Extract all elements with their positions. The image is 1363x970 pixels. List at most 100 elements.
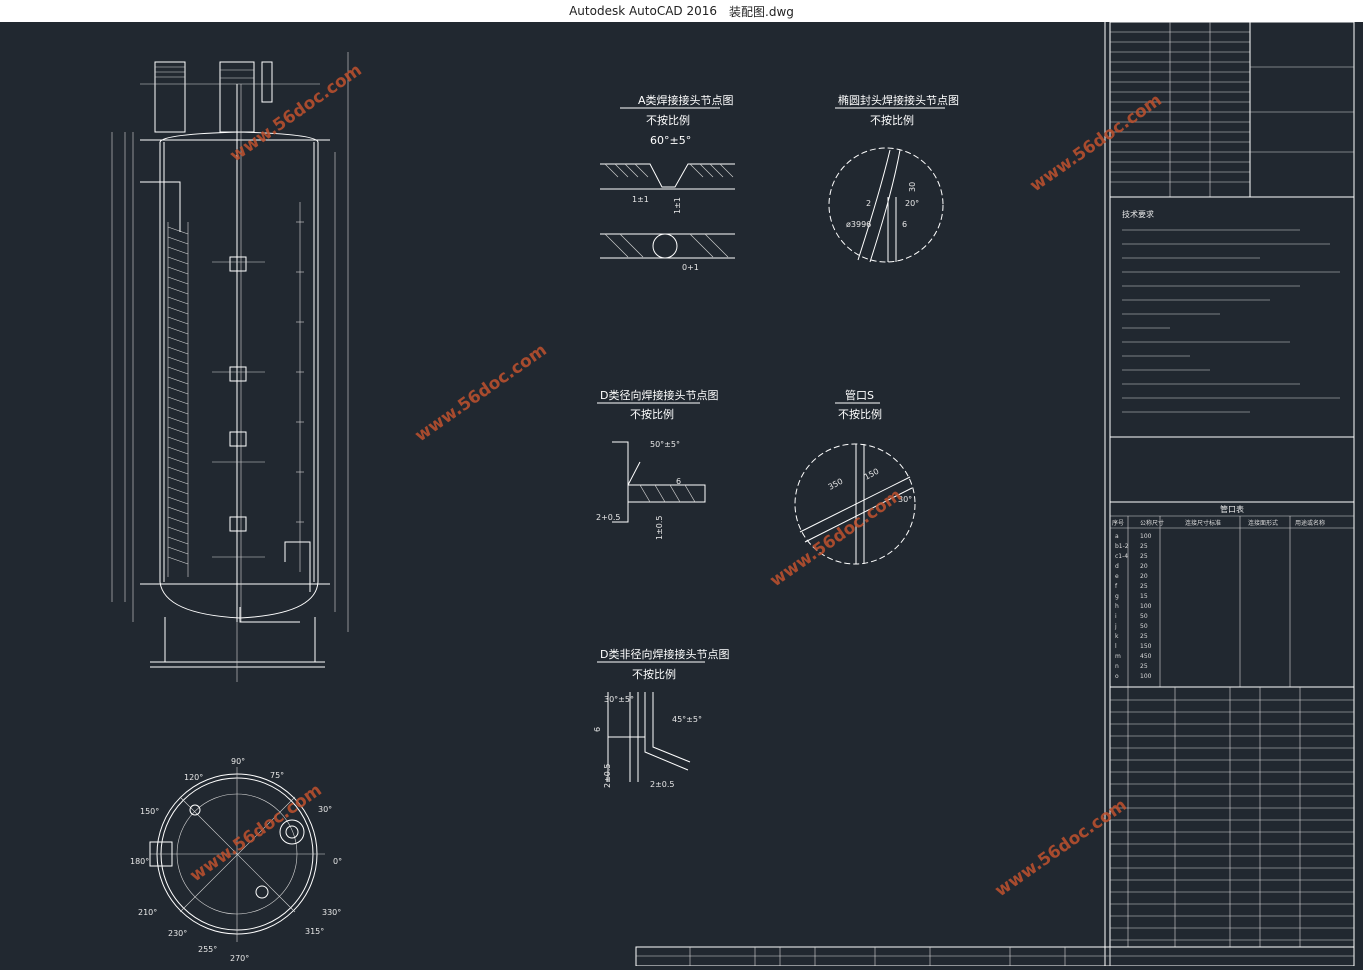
cad-drawing[interactable]: 90° 120° 75° 150° 30° 180° 0° 210° 330° …: [0, 21, 1363, 967]
angle-label: 270°: [230, 954, 249, 963]
detail-title: D类非径向焊接接头节点图: [600, 647, 729, 661]
parts-list: [1109, 686, 1355, 948]
dim: 6: [593, 727, 602, 732]
root-dim: 1±0.5: [655, 515, 664, 540]
notes-title: 技术要求: [1122, 209, 1154, 219]
nozzle-id: b1-2: [1115, 543, 1129, 550]
angle-dim: 30°: [898, 495, 912, 504]
gap-dim: 2+0.5: [596, 513, 621, 522]
nozzle-dn: 25: [1140, 583, 1148, 590]
root-dim: 1±1: [673, 197, 682, 214]
nozzle-dn: 50: [1140, 613, 1148, 620]
detail-title: A类焊接接头节点图: [638, 93, 734, 107]
dim: 350: [827, 477, 845, 492]
nozzle-table-title: 管口表: [1220, 504, 1244, 514]
nozzle-dn: 25: [1140, 553, 1148, 560]
vessel-elevation[interactable]: [111, 52, 349, 682]
angle-dim: 20°: [905, 199, 919, 208]
dim: 6: [676, 477, 681, 486]
coil-bank: [167, 222, 189, 577]
nozzle-id: m: [1115, 653, 1121, 660]
nozzle-id: n: [1115, 663, 1119, 670]
diameter-dim: ø3996: [846, 220, 871, 229]
angle-label: 0°: [333, 857, 342, 866]
gap-dim: 1±1: [632, 195, 649, 204]
nozzle-id: f: [1115, 583, 1118, 590]
angle-dim: 50°±5°: [650, 440, 680, 449]
detail-d2[interactable]: D类非径向焊接接头节点图 不按比例 30°±5° 45°±5° 6 2±0.5 …: [593, 647, 729, 789]
title-block: [635, 946, 1355, 967]
nozzle-dn: 100: [1140, 533, 1152, 540]
nozzle-dn: 150: [1140, 643, 1152, 650]
nozzle-id: j: [1114, 623, 1117, 630]
angle-label: 30°: [318, 805, 332, 814]
nozzle-dn: 25: [1140, 543, 1148, 550]
nozzle-id: o: [1115, 673, 1119, 680]
col-header: 用途或名称: [1295, 519, 1325, 527]
col-header: 连接面形式: [1248, 519, 1278, 527]
detail-scale: 不按比例: [870, 113, 914, 127]
detail-title: 管口S: [845, 388, 874, 402]
detail-scale: 不按比例: [630, 407, 674, 421]
col-header: 序号: [1112, 519, 1124, 527]
angle-label: 315°: [305, 927, 324, 936]
detail-scale: 不按比例: [646, 113, 690, 127]
nozzle-dn: 25: [1140, 663, 1148, 670]
drawing-frame: 技术要求 管口表 序号 公称尺寸 连接尺寸标准 连接面形式 用途或名称: [635, 21, 1355, 967]
nozzle-id: k: [1115, 633, 1119, 640]
nozzle-id: i: [1115, 613, 1117, 620]
detail-title: D类径向焊接接头节点图: [600, 388, 718, 402]
dim: 150: [863, 467, 881, 482]
nozzle-id: a: [1115, 533, 1119, 540]
detail-d1[interactable]: D类径向焊接接头节点图 不按比例 50°±5° 2+0.5 1±0.5 6: [596, 388, 718, 540]
plan-view[interactable]: 90° 120° 75° 150° 30° 180° 0° 210° 330° …: [130, 757, 342, 963]
nozzle-dn: 450: [1140, 653, 1152, 660]
drawing-canvas[interactable]: 90° 120° 75° 150° 30° 180° 0° 210° 330° …: [0, 21, 1363, 967]
angle-label: 180°: [130, 857, 149, 866]
dim: 2: [866, 199, 871, 208]
nozzle-id: c1-4: [1115, 553, 1128, 560]
angle-label: 255°: [198, 945, 217, 954]
watermark-text: www.56doc.com: [411, 340, 550, 446]
watermark-text: www.56doc.com: [226, 60, 365, 166]
angle-label: 75°: [270, 771, 284, 780]
angle-dim: 45°±5°: [672, 715, 702, 724]
watermark-text: www.56doc.com: [766, 485, 905, 591]
col-header: 连接尺寸标准: [1185, 519, 1221, 527]
angle-label: 210°: [138, 908, 157, 917]
window-title-bar: Autodesk AutoCAD 2016 装配图.dwg: [0, 0, 1363, 22]
angle-label: 150°: [140, 807, 159, 816]
nozzle-id: d: [1115, 563, 1119, 570]
technical-notes: 技术要求: [1109, 196, 1355, 438]
angle-label: 230°: [168, 929, 187, 938]
dim: 6: [902, 220, 907, 229]
detail-title: 椭圆封头焊接接头节点图: [838, 93, 959, 107]
nozzle-dn: 20: [1140, 563, 1148, 570]
detail-s[interactable]: 管口S 不按比例 350 150 30°: [794, 388, 916, 565]
nozzle-dn: 25: [1140, 633, 1148, 640]
angle-label: 90°: [231, 757, 245, 766]
nozzle-dn: 20: [1140, 573, 1148, 580]
nozzle-id: g: [1115, 593, 1119, 600]
nozzle-table: 管口表 序号 公称尺寸 连接尺寸标准 连接面形式 用途或名称 a 100 b1-2…: [1109, 501, 1355, 688]
detail-scale: 不按比例: [632, 667, 676, 681]
nozzle-dn: 100: [1140, 603, 1152, 610]
detail-scale: 不按比例: [838, 407, 882, 421]
nozzle-dn: 50: [1140, 623, 1148, 630]
nozzle-id: l: [1115, 643, 1117, 650]
angle-dim: 60°±5°: [650, 134, 691, 147]
app-name: Autodesk AutoCAD 2016: [569, 4, 718, 18]
detail-b[interactable]: 椭圆封头焊接接头节点图 不按比例 30 2 20° ø3996 6: [828, 93, 959, 263]
col-header: 公称尺寸: [1140, 519, 1164, 527]
detail-a[interactable]: A类焊接接头节点图 不按比例 60°±5° 1±1 1±1 0+1: [600, 93, 735, 272]
dim: 30: [908, 182, 917, 192]
watermark-text: www.56doc.com: [1026, 90, 1165, 196]
nozzle-dn: 100: [1140, 673, 1152, 680]
angle-label: 120°: [184, 773, 203, 782]
nozzle-id: e: [1115, 573, 1119, 580]
gap-dim: 0+1: [682, 263, 699, 272]
angle-label: 330°: [322, 908, 341, 917]
nozzle-dn: 15: [1140, 593, 1148, 600]
angle-dim: 30°±5°: [604, 695, 634, 704]
